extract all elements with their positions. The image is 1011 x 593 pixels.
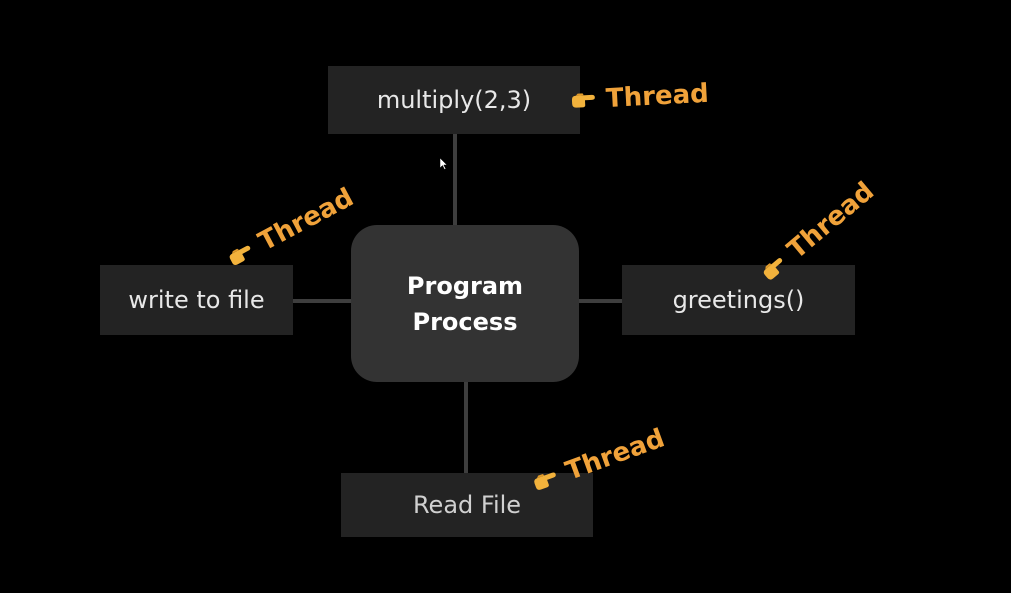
node-write-to-file: write to file: [100, 265, 293, 335]
node-greetings: greetings(): [622, 265, 855, 335]
connector-bottom: [464, 381, 468, 473]
pointing-hand-icon: [763, 258, 783, 280]
program-process-line1: Program: [406, 271, 524, 300]
node-write-to-file-label: write to file: [128, 286, 265, 314]
node-greetings-label: greetings(): [672, 286, 805, 314]
thread-tag-left: Thread: [222, 183, 359, 275]
thread-tag-right: Thread: [754, 176, 880, 288]
node-multiply-label: multiply(2,3): [376, 86, 532, 114]
pointing-hand-icon: [229, 245, 251, 266]
node-read-file: Read File: [341, 473, 593, 537]
thread-tag-right-label: Thread: [781, 176, 881, 266]
thread-tag-top: Thread: [569, 79, 709, 116]
mouse-cursor-icon: [440, 158, 448, 170]
thread-tag-left-label: Thread: [253, 182, 359, 258]
node-read-file-label: Read File: [412, 491, 522, 519]
program-process-line2: Process: [412, 307, 518, 336]
program-process-node: Program Process: [351, 225, 579, 382]
pointing-hand-icon: [534, 472, 556, 490]
thread-tag-bottom-label: Thread: [561, 423, 669, 487]
connector-top: [453, 134, 457, 226]
pointing-hand-icon: [571, 93, 595, 108]
thread-tag-top-label: Thread: [605, 78, 710, 115]
node-multiply: multiply(2,3): [328, 66, 580, 134]
connector-left: [293, 299, 353, 303]
thread-tag-bottom: Thread: [528, 423, 669, 499]
connector-right: [578, 299, 622, 303]
